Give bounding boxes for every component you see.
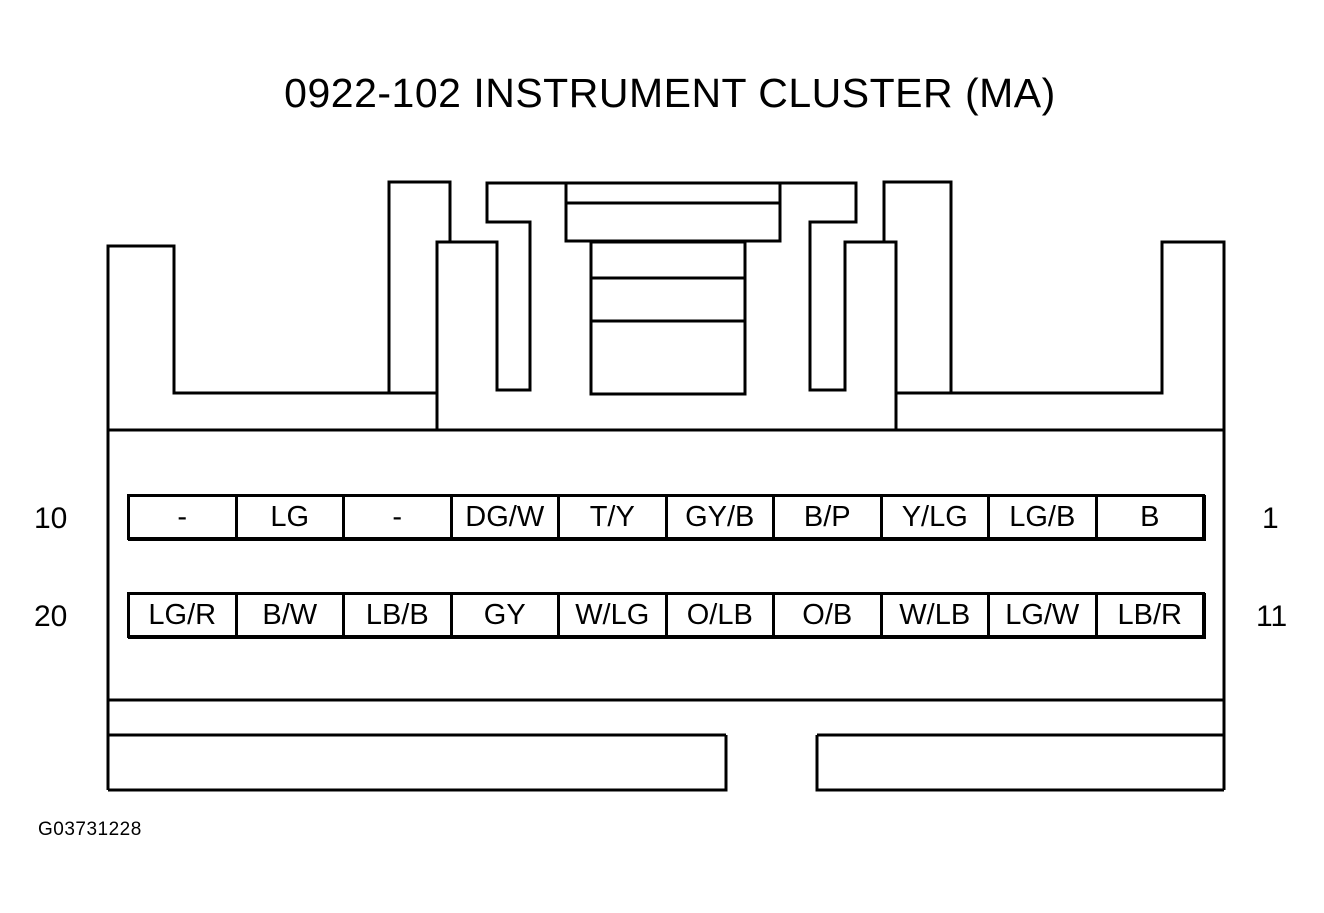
pin-7: DG/W <box>449 497 558 537</box>
pin-1: B <box>1094 497 1203 537</box>
row-label-pin-10: 10 <box>34 502 68 535</box>
pin-11: LB/R <box>1094 595 1203 635</box>
pin-10: - <box>177 501 188 533</box>
pin-16: W/LG <box>557 595 665 635</box>
left-post <box>387 180 452 393</box>
latch-block-right <box>780 181 898 430</box>
pin-8: - <box>342 497 450 537</box>
pin-17: GY <box>449 595 558 635</box>
row-label-pin-11: 11 <box>1256 600 1288 633</box>
pin-13: W/LB <box>879 595 988 635</box>
row-label-pin-20: 20 <box>34 600 68 633</box>
pin-9: LG <box>234 497 343 537</box>
diagram-title: 0922-102 INSTRUMENT CLUSTER (MA) <box>284 70 1056 116</box>
pin-5: GY/B <box>664 497 773 537</box>
latch-block-left <box>435 181 566 430</box>
pin-6: T/Y <box>557 497 665 537</box>
pin-15: O/LB <box>664 595 773 635</box>
right-post <box>882 180 953 393</box>
pin-row-bottom: LG/R B/W LB/B GY W/LG O/LB O/B W/LB LG/W… <box>127 592 1205 638</box>
pin-row-top: - LG - DG/W T/Y GY/B B/P Y/LG LG/B B <box>127 494 1205 540</box>
latch-top-window <box>564 181 782 243</box>
figure-code: G03731228 <box>38 819 142 840</box>
pin-18: LB/B <box>342 595 450 635</box>
pin-2: LG/B <box>987 497 1095 537</box>
pin-19: B/W <box>234 595 343 635</box>
latch-slider <box>589 240 747 396</box>
pin-20: LG/R <box>148 599 217 631</box>
row-label-pin-1: 1 <box>1262 502 1279 535</box>
pin-3: Y/LG <box>879 497 988 537</box>
pin-4: B/P <box>772 497 880 537</box>
bottom-notch <box>108 735 1224 792</box>
pin-14: O/B <box>772 595 880 635</box>
pin-12: LG/W <box>987 595 1095 635</box>
